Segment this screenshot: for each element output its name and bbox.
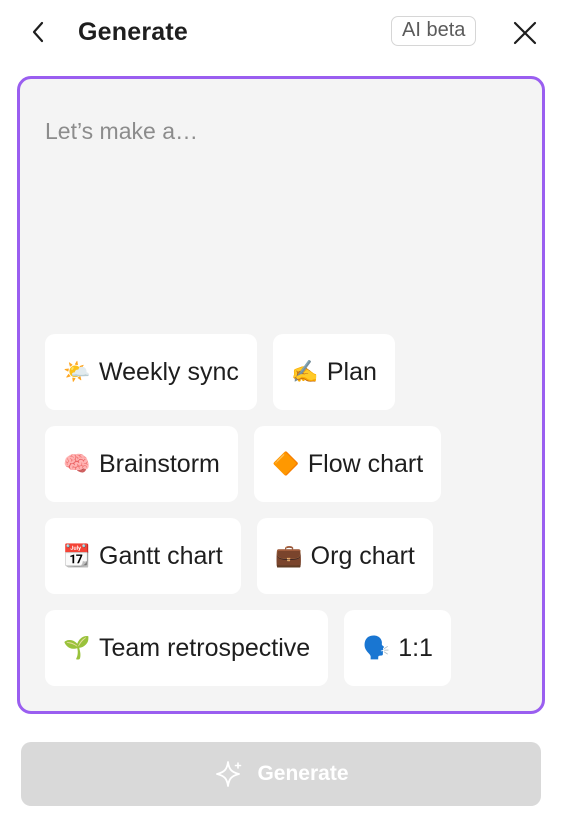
suggestion-label: Gantt chart bbox=[99, 541, 223, 570]
speaking-head-icon: 🗣️ bbox=[362, 635, 390, 660]
suggestion-org-chart[interactable]: 💼 Org chart bbox=[256, 518, 433, 594]
page-title: Generate bbox=[78, 18, 188, 46]
calendar-icon: 📆 bbox=[63, 543, 91, 568]
sparkle-icon bbox=[216, 761, 242, 787]
suggestion-list: 🌤️ Weekly sync ✍️ Plan 🧠 Brainstorm 🔶 Fl… bbox=[45, 334, 525, 702]
suggestion-label: Org chart bbox=[310, 541, 415, 570]
writing-hand-icon: ✍️ bbox=[291, 359, 319, 384]
suggestion-label: Plan bbox=[326, 357, 377, 386]
close-button[interactable] bbox=[511, 19, 539, 47]
briefcase-icon: 💼 bbox=[274, 543, 303, 568]
prompt-input[interactable] bbox=[45, 113, 515, 149]
sun-behind-cloud-icon: 🌤️ bbox=[63, 359, 91, 384]
suggestion-gantt-chart[interactable]: 📆 Gantt chart bbox=[45, 518, 241, 594]
panel-header: Generate AI beta bbox=[0, 0, 566, 64]
seedling-icon: 🌱 bbox=[63, 635, 91, 660]
suggestion-weekly-sync[interactable]: 🌤️ Weekly sync bbox=[45, 334, 257, 410]
suggestion-label: 1:1 bbox=[398, 633, 433, 662]
orange-diamond-icon: 🔶 bbox=[272, 451, 300, 476]
brain-icon: 🧠 bbox=[63, 451, 91, 476]
generate-button[interactable]: Generate bbox=[21, 742, 541, 806]
back-button[interactable] bbox=[26, 20, 50, 44]
suggestion-one-on-one[interactable]: 🗣️ 1:1 bbox=[344, 610, 451, 686]
suggestion-team-retrospective[interactable]: 🌱 Team retrospective bbox=[45, 610, 329, 686]
suggestion-label: Team retrospective bbox=[99, 633, 311, 662]
close-icon bbox=[513, 21, 537, 45]
suggestion-label: Brainstorm bbox=[99, 449, 220, 478]
suggestion-label: Flow chart bbox=[307, 449, 424, 478]
generate-button-label: Generate bbox=[257, 762, 349, 785]
suggestion-plan[interactable]: ✍️ Plan bbox=[272, 334, 395, 410]
ai-beta-badge: AI beta bbox=[391, 16, 477, 46]
suggestion-brainstorm[interactable]: 🧠 Brainstorm bbox=[45, 426, 238, 502]
chevron-left-icon bbox=[32, 21, 44, 43]
suggestion-flow-chart[interactable]: 🔶 Flow chart bbox=[253, 426, 442, 502]
suggestion-label: Weekly sync bbox=[99, 357, 239, 386]
prompt-area: 🌤️ Weekly sync ✍️ Plan 🧠 Brainstorm 🔶 Fl… bbox=[17, 76, 545, 714]
